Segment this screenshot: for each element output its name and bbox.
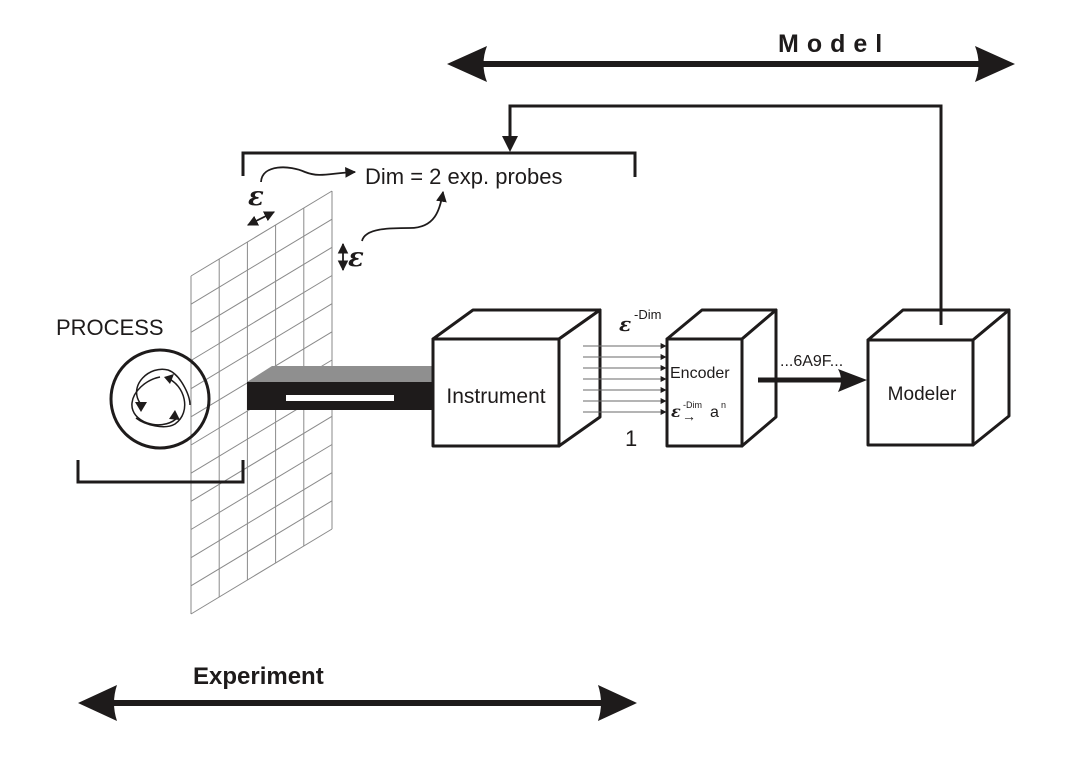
probe-bar	[247, 366, 433, 410]
unit-one-label: 1	[625, 426, 637, 451]
feedback-loop	[502, 104, 943, 325]
experiment-arrow	[78, 685, 637, 721]
diag-double-arrow-icon	[247, 211, 275, 226]
process-circle	[109, 348, 211, 450]
instrument-label: Instrument	[446, 385, 545, 408]
feedback-arrowhead-icon	[502, 136, 518, 152]
grid-horizontal-line	[190, 500, 333, 587]
encoder-power: n	[721, 400, 726, 410]
epsilon-dim-exponent: -Dim	[634, 307, 661, 322]
stream-label: ...6A9F...	[780, 353, 843, 370]
grid-horizontal-line	[190, 528, 333, 615]
model-label: Model	[778, 30, 890, 58]
probes-label: Dim = 2 exp. probes	[365, 164, 562, 189]
arrowhead-left-icon	[447, 46, 487, 82]
encoder-arrow-icon: →	[682, 408, 696, 424]
measurement-grid	[190, 190, 333, 615]
probes-bracket	[241, 151, 637, 177]
grid-horizontal-line	[190, 472, 333, 559]
exp-arrowhead-right-icon	[598, 685, 637, 721]
epsilon-vertical-label: ε	[348, 243, 364, 273]
grid-horizontal-line	[190, 303, 333, 390]
epsilon-2-curve	[361, 190, 447, 242]
stream-arrowhead-icon	[838, 369, 867, 392]
epsilon-1-curve	[260, 166, 357, 183]
grid-horizontal-line	[190, 275, 333, 361]
grid-horizontal-line	[190, 246, 333, 333]
signal-lines	[583, 343, 667, 415]
process-cycle-icon	[131, 368, 191, 428]
epsilon-horizontal-label: ε	[248, 182, 264, 212]
stream-arrow	[758, 369, 867, 392]
modeler-box	[866, 308, 1011, 447]
probe-slot	[286, 395, 394, 401]
model-arrow	[447, 46, 1015, 82]
grid-horizontal-line	[190, 218, 333, 305]
process-bracket	[76, 460, 245, 484]
exp-arrowhead-left-icon	[78, 685, 117, 721]
encoder-label: Encoder	[670, 365, 730, 382]
process-label: PROCESS	[56, 315, 164, 340]
epsilon-dim-symbol: ε	[619, 312, 631, 336]
encoder-base: a	[710, 404, 719, 421]
modeler-label: Modeler	[888, 384, 957, 405]
instrument-box	[431, 308, 602, 448]
arrowhead-right-icon	[975, 46, 1015, 82]
experiment-label: Experiment	[193, 663, 324, 690]
encoder-exponent: -Dim	[683, 400, 702, 410]
encoder-epsilon: ε	[671, 402, 681, 421]
grid-horizontal-line	[190, 444, 333, 530]
grid-horizontal-line	[190, 415, 333, 502]
grid-horizontal-line	[190, 190, 333, 277]
